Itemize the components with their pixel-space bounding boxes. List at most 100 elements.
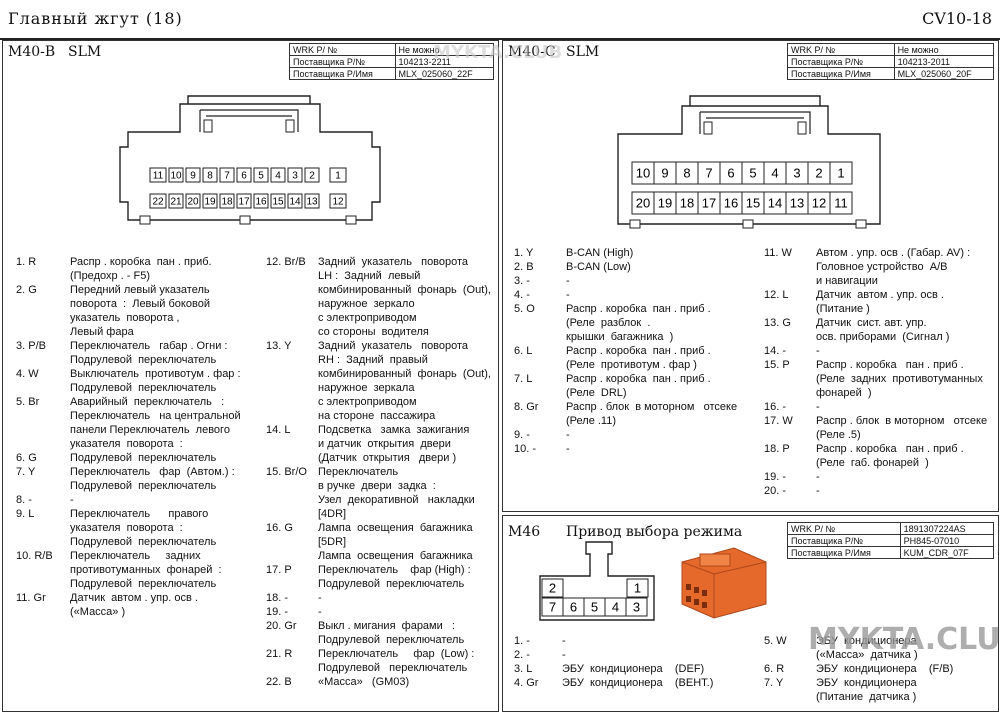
pin-description: Распр . коробка пан . приб. (Предохр . -…: [70, 256, 212, 282]
pin-number: 21: [170, 197, 182, 208]
pin-description: Подрулевой переключатель: [70, 452, 217, 464]
pin-cell: [287, 167, 303, 183]
pin-description: Распр . коробка пан . приб . (Реле габ. …: [816, 443, 964, 469]
pin-description: Переключатель фар (High) : Подрулевой пе…: [318, 564, 471, 590]
pin-cell: [625, 597, 648, 617]
pin-description: Подсветка замка зажигания и датчик откры…: [318, 424, 470, 464]
pin-cell: [270, 167, 286, 183]
pin-cell: [202, 193, 218, 209]
info-label: Поставщика P/№: [787, 534, 901, 547]
pin-wire: 19. -: [764, 471, 787, 483]
pin-wire: 18. -: [266, 592, 289, 604]
pin-cell: [829, 191, 853, 215]
pin-description: Распр . коробка пан . приб . (Реле разбл…: [566, 303, 711, 343]
pin-number: 13: [790, 196, 804, 211]
pin-wire: 9. L: [16, 508, 35, 520]
pin-description: -: [70, 494, 74, 506]
m40c-name: SLM: [566, 44, 600, 60]
pin-number: 20: [187, 197, 199, 208]
info-label: Поставщика P/Имя: [289, 67, 396, 80]
pin-description: Распр . коробка пан . приб . (Реле проти…: [566, 345, 711, 371]
m40c-panel: [502, 40, 999, 512]
pin-number: 10: [636, 166, 650, 181]
pin-number: 18: [680, 196, 694, 211]
pin-number: 5: [749, 166, 756, 181]
pin-wire: 4. Gr: [514, 677, 539, 689]
pin-description: -: [566, 289, 570, 301]
m40c-id: M40-C: [508, 44, 556, 60]
pin-cell: [829, 161, 853, 185]
pin-cell: [270, 193, 286, 209]
pin-wire: 12. L: [764, 289, 789, 301]
pin-description: Переключатель габар . Огни : Подрулевой …: [70, 340, 228, 366]
info-value: Не можно: [893, 43, 995, 56]
m40b-panel: [2, 40, 499, 712]
pin-number: 5: [591, 600, 598, 615]
pin-description: Датчик сист. авт. упр. осв. приборами (С…: [816, 317, 950, 343]
pin-wire: 8. -: [16, 494, 32, 506]
pin-wire: 7. Y: [764, 677, 784, 689]
pin-cell: [219, 167, 235, 183]
pin-description: Переключатель правого указателя поворота…: [70, 508, 217, 548]
pin-wire: 13. G: [764, 317, 791, 329]
pin-wire: 17. W: [764, 415, 793, 427]
info-label: Поставщика P/Имя: [787, 67, 895, 80]
pin-number: 3: [793, 166, 800, 181]
pin-wire: 16. -: [764, 401, 787, 413]
pin-number: 2: [549, 581, 556, 596]
pin-description: Задний указатель поворота RH : Задний пр…: [318, 340, 491, 422]
pin-wire: 8. Gr: [514, 401, 539, 413]
pin-description: -: [566, 275, 570, 287]
pin-cell: [626, 578, 649, 598]
pin-cell: [329, 167, 347, 183]
pin-description: ЭБУ кондиционера (ВЕНТ.): [562, 677, 714, 689]
pin-number: 6: [727, 166, 734, 181]
pin-description: -: [318, 606, 322, 618]
pin-description: Распр . коробка пан . приб . (Реле DRL): [566, 373, 711, 399]
pin-number: 15: [272, 197, 284, 208]
pin-cell: [219, 193, 235, 209]
pin-number: 2: [815, 166, 822, 181]
pin-number: 9: [190, 171, 196, 182]
pin-wire: 13. Y: [266, 340, 292, 352]
pin-description: -: [318, 592, 322, 604]
m46-connector-photo: [681, 547, 767, 619]
pin-description: Переключатель задних противотуманных фон…: [70, 550, 222, 590]
pin-wire: 4. -: [514, 289, 530, 301]
pin-number: 15: [746, 196, 760, 211]
info-label: Поставщика P/Имя: [787, 546, 901, 559]
pin-number: 19: [658, 196, 672, 211]
pin-wire: 4. W: [16, 368, 39, 380]
pin-wire: 1. R: [16, 256, 37, 268]
pin-number: 16: [724, 196, 738, 211]
pin-wire: 2. B: [514, 261, 534, 273]
info-value: MLX_025060_20F: [893, 67, 995, 80]
pin-cell: [236, 193, 252, 209]
pin-number: 3: [633, 600, 640, 615]
pin-number: 7: [224, 171, 230, 182]
watermark-bottom: MYKTA.CLUB: [808, 622, 1000, 657]
pin-number: 1: [837, 166, 844, 181]
pin-description: Распр . блок в моторном отсеке (Реле .5): [816, 415, 988, 441]
pin-wire: 14. L: [266, 424, 291, 436]
pin-wire: 6. R: [764, 663, 785, 675]
pin-wire: 3. P/B: [16, 340, 46, 352]
pin-description: Передний левый указатель поворота : Левы…: [70, 284, 210, 338]
pin-number: 11: [153, 171, 164, 182]
pin-description: Задний указатель поворота LH : Задний ле…: [318, 256, 491, 338]
pin-number: 4: [771, 166, 778, 181]
pin-wire: 7. L: [514, 373, 533, 385]
pin-wire: 9. -: [514, 429, 530, 441]
pin-wire: 5. Br: [16, 396, 40, 408]
pin-number: 22: [152, 197, 164, 208]
pin-number: 4: [612, 600, 619, 615]
pin-number: 12: [332, 197, 344, 208]
pin-wire: 18. P: [764, 443, 790, 455]
pin-description: -: [816, 345, 820, 357]
pin-wire: 15. Br/O: [266, 466, 307, 478]
pin-description: Датчик автом . упр. осв . (Питание ): [816, 289, 944, 315]
pin-wire: 1. -: [514, 635, 530, 647]
pin-number: 7: [705, 166, 712, 181]
